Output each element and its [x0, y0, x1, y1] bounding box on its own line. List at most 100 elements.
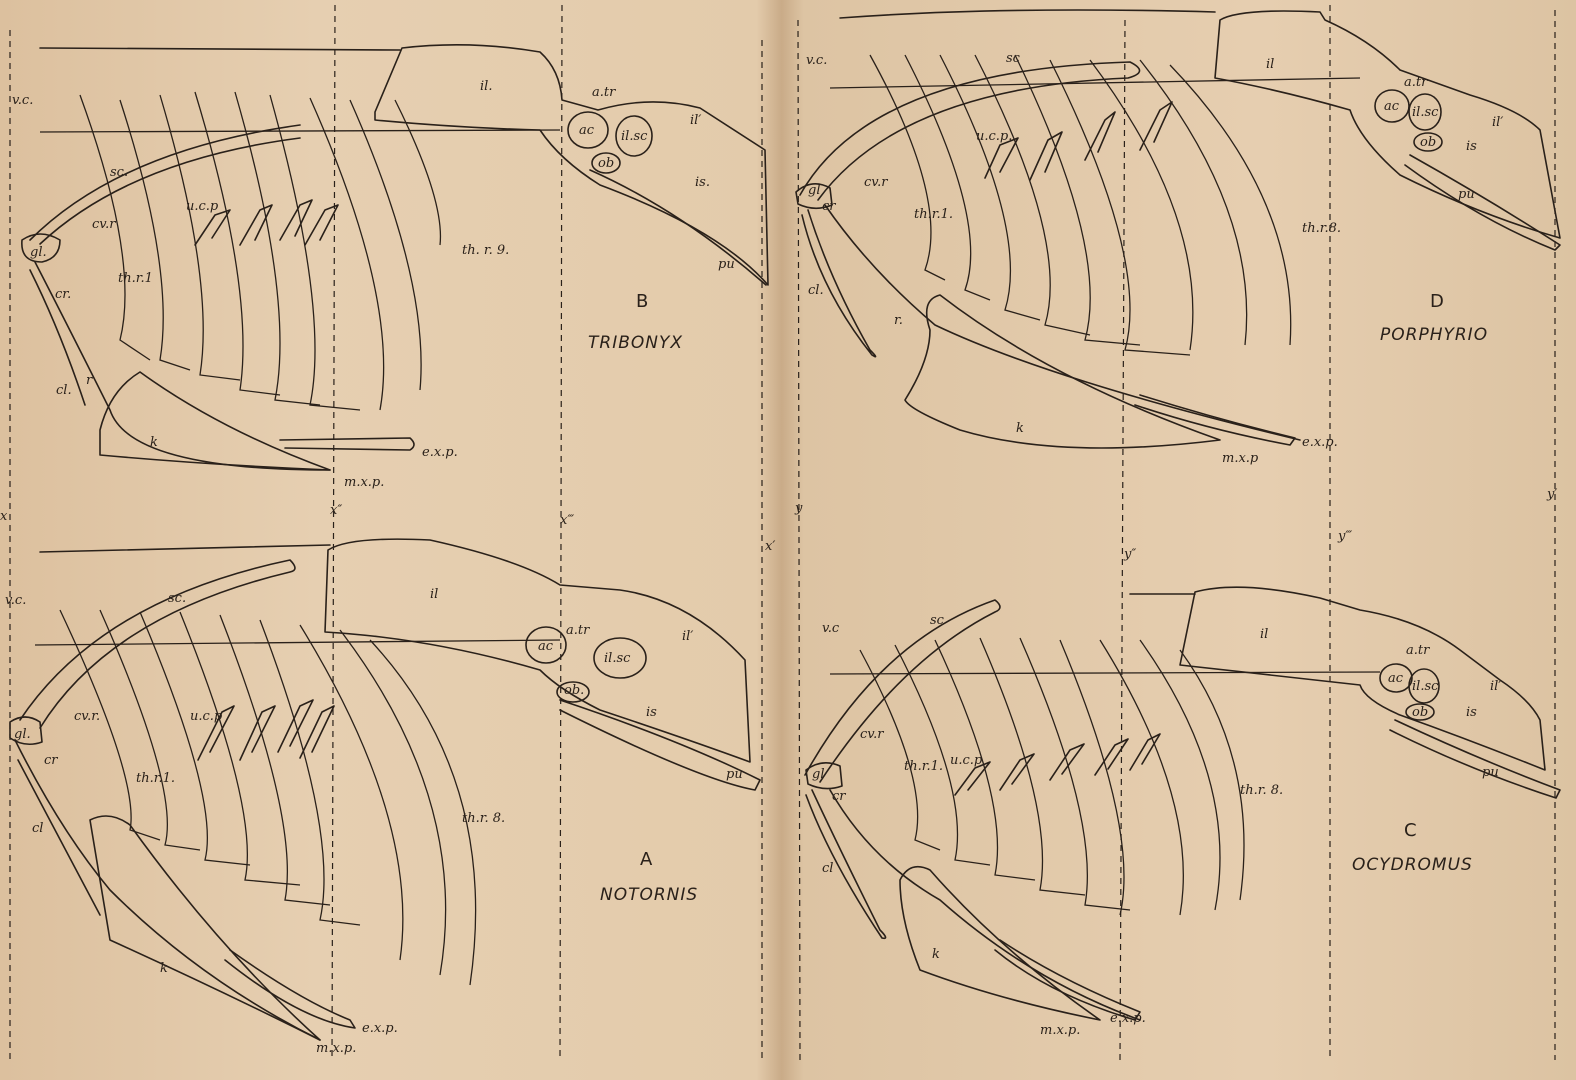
label-k: k — [160, 961, 168, 976]
uncinate-processes — [194, 199, 339, 246]
label-vc: v.c — [822, 621, 840, 636]
label-atr: a.tr — [1404, 75, 1428, 90]
label-atr: a.tr — [566, 623, 590, 638]
ribs — [869, 54, 1292, 356]
clavicle — [805, 789, 887, 940]
pubis — [589, 169, 767, 286]
axis-line — [829, 77, 1361, 89]
label-ucp: u.c.p. — [976, 129, 1012, 144]
keel — [904, 294, 1221, 449]
label-ac: ac — [579, 123, 595, 138]
glenoid — [795, 183, 833, 210]
label-cvr: cv.r — [864, 175, 888, 190]
label-vc: v.c. — [806, 53, 827, 68]
ref-label-y3: y‴ — [1337, 529, 1352, 544]
label-is: is — [1466, 705, 1477, 720]
genus-name: PORPHYRIO — [1380, 325, 1488, 345]
label-ob: ob — [1412, 705, 1428, 720]
figure-d-porphyrio: v.c. sc il il′ a.tr ac il.sc ob is pu gl… — [795, 9, 1561, 466]
genus-name: NOTORNIS — [600, 885, 698, 905]
ref-line-y2 — [1119, 19, 1126, 1061]
label-ob: ob — [1420, 135, 1436, 150]
obturator-foramen — [556, 681, 590, 703]
vertebral-line — [39, 47, 401, 51]
label-k: k — [932, 947, 940, 962]
axis-line — [34, 639, 561, 646]
keel — [89, 815, 321, 1041]
label-atr: a.tr — [592, 85, 616, 100]
axis-line — [39, 129, 561, 133]
ribs — [59, 609, 477, 986]
label-gl: gl — [812, 767, 824, 782]
label-pu: pu — [718, 257, 735, 272]
vertebral-line — [839, 9, 1216, 19]
ref-label-y: y — [794, 501, 803, 516]
label-ilsc: il.sc — [1412, 105, 1439, 120]
acetabulum — [567, 111, 609, 149]
genus-name: TRIBONYX — [588, 333, 683, 353]
obturator-foramen — [1413, 132, 1443, 152]
ref-label-x3: x‴ — [560, 513, 574, 528]
pubis — [1404, 154, 1561, 251]
label-exp: e.x.p. — [422, 445, 458, 460]
ref-label-yp: y′ — [1546, 487, 1557, 502]
label-pu: pu — [1482, 765, 1499, 780]
label-sc: sc. — [168, 591, 186, 606]
label-sc: sc. — [110, 165, 128, 180]
label-ilsc: il.sc — [621, 129, 648, 144]
scapula — [804, 599, 1001, 783]
axis-line — [829, 671, 1381, 675]
figure-letter: D — [1430, 291, 1444, 312]
glenoid — [805, 762, 843, 790]
label-pu: pu — [1458, 187, 1475, 202]
scapula — [19, 559, 296, 729]
label-cvr: cv.r. — [74, 709, 100, 724]
label-cr: cr — [832, 789, 846, 804]
label-gl: gl. — [14, 727, 31, 742]
label-ob: ob. — [564, 683, 584, 698]
label-vc: v.c. — [12, 93, 33, 108]
uncinate-processes — [984, 101, 1173, 181]
label-pu: pu — [726, 767, 743, 782]
label-k: k — [150, 435, 158, 450]
obturator-foramen — [591, 152, 621, 174]
label-cl: cl. — [808, 283, 824, 298]
label-thr1: th.r.1. — [136, 771, 175, 786]
pelvis-ilium — [374, 44, 769, 286]
label-r: r — [86, 373, 93, 388]
genus-name: OCYDROMUS — [1352, 855, 1473, 875]
label-ob: ob — [598, 156, 614, 171]
reference-lines — [9, 4, 1556, 1061]
coracoid — [824, 204, 1301, 441]
ribs — [79, 91, 442, 411]
label-ucp: u.c.p — [950, 753, 983, 768]
label-ilsc: il.sc — [604, 651, 631, 666]
external-xiphoid — [1134, 394, 1296, 446]
pelvis-ilium — [1179, 586, 1546, 771]
obturator-foramen — [1405, 703, 1435, 721]
label-il-prime: il′ — [1490, 679, 1501, 694]
external-xiphoid — [279, 437, 415, 451]
vertebral-line — [39, 544, 331, 553]
coracoid — [829, 789, 1141, 1021]
label-cl: cl — [822, 861, 833, 876]
label-cl: cl. — [56, 383, 72, 398]
label-sc: sc — [1006, 51, 1021, 66]
external-xiphoid — [994, 939, 1141, 1021]
ribs — [859, 637, 1245, 916]
ref-label-xp: x′ — [765, 539, 775, 554]
label-is: is — [1466, 139, 1477, 154]
label-exp: e.x.p. — [1110, 1011, 1146, 1026]
ref-line-x3 — [559, 4, 563, 1061]
label-il: il — [1260, 627, 1268, 642]
acetabulum — [1379, 663, 1413, 693]
figure-letter: B — [636, 291, 648, 312]
label-thr8: th.r. 8. — [1240, 783, 1283, 798]
ref-line-x2 — [331, 4, 336, 1061]
label-thr1: th.r.1. — [914, 207, 953, 222]
label-ucp: u.c.p — [186, 199, 219, 214]
ilio-sciatic-foramen — [1408, 668, 1440, 704]
label-gl: gl — [808, 183, 820, 198]
label-il: il — [430, 587, 438, 602]
